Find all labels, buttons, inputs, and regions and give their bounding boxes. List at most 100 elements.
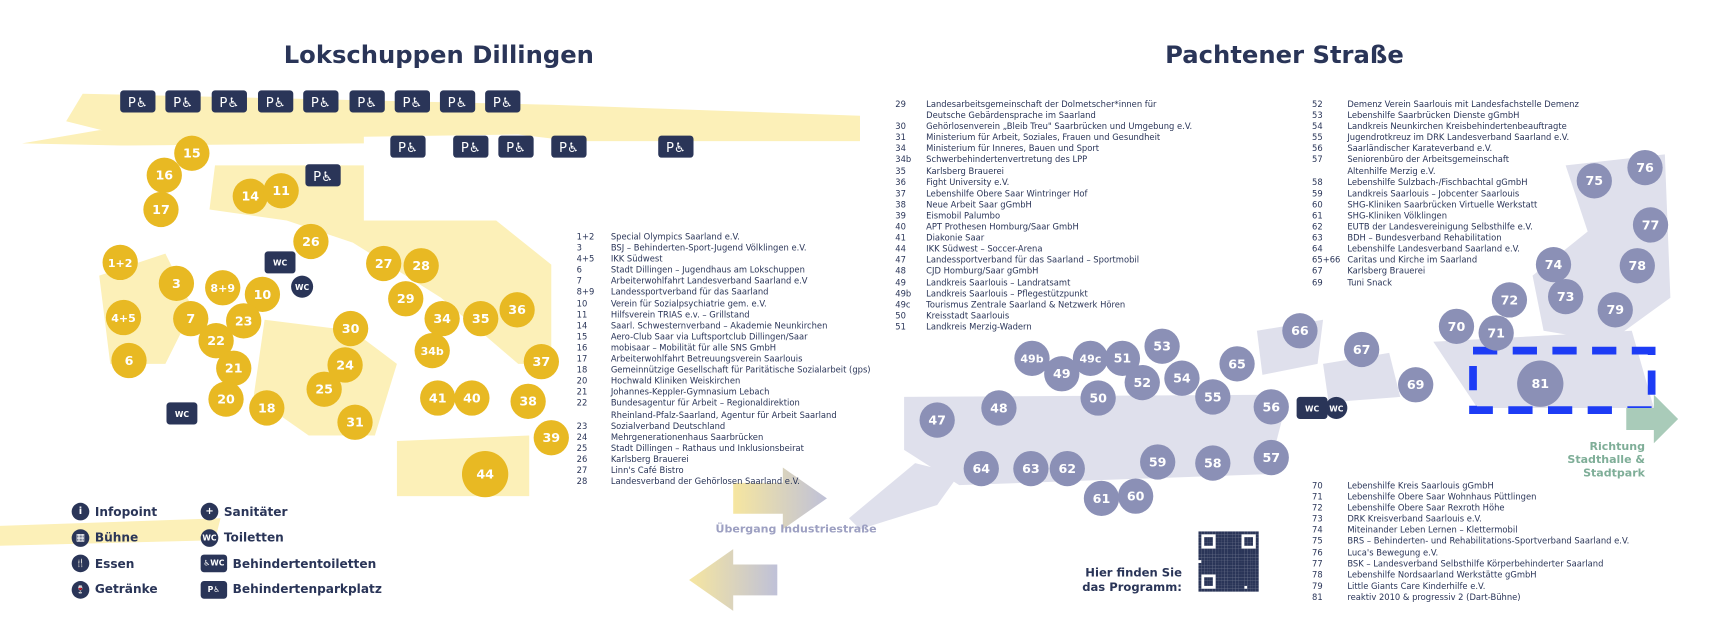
list-item-name: Kreisstadt Saarlouis [926,310,1010,321]
booth-marker-22[interactable]: 22 [198,323,234,359]
booth-marker-23[interactable]: 23 [226,303,262,339]
booth-marker-48[interactable]: 48 [981,390,1017,426]
booth-marker-14[interactable]: 14 [232,178,268,214]
booth-marker-38[interactable]: 38 [510,383,546,419]
booth-number: 4+5 [111,312,136,325]
booth-marker-73[interactable]: 73 [1547,278,1584,315]
list-item-number: 40 [895,221,906,232]
booth-marker-15[interactable]: 15 [174,135,210,171]
svg-text:WC: WC [1305,404,1319,413]
booth-marker-69[interactable]: 69 [1398,367,1434,403]
booth-marker-4+5[interactable]: 4+5 [105,299,142,336]
booth-marker-55[interactable]: 55 [1195,379,1231,415]
booth-marker-49b[interactable]: 49b [1014,340,1050,376]
booth-marker-71[interactable]: 71 [1478,315,1514,351]
booth-marker-74[interactable]: 74 [1535,246,1572,283]
booth-number: 8+9 [210,282,235,295]
booth-marker-28[interactable]: 28 [403,248,439,284]
booth-marker-49[interactable]: 49 [1044,356,1080,392]
booth-marker-39[interactable]: 39 [533,420,569,456]
booth-marker-81[interactable]: 81 [1517,360,1564,407]
booth-marker-62[interactable]: 62 [1049,450,1085,487]
legend-item: P♿Behindertenparkplatz [200,580,382,599]
booth-marker-16[interactable]: 16 [146,157,182,193]
direction-line: Richtung [1589,441,1646,454]
booth-number: 7 [186,311,195,326]
booth-marker-66[interactable]: 66 [1282,313,1318,349]
booth-marker-25[interactable]: 25 [306,371,342,407]
booth-marker-11[interactable]: 11 [263,173,299,209]
booth-marker-3[interactable]: 3 [158,265,195,301]
booth-marker-44[interactable]: 44 [461,450,509,498]
booth-marker-10[interactable]: 10 [244,276,281,313]
booth-marker-1+2[interactable]: 1+2 [102,244,138,281]
booth-marker-41[interactable]: 41 [420,380,456,416]
qr-code[interactable] [1198,531,1259,592]
list-item-name: Fight University e.V. [926,177,1010,188]
booth-marker-31[interactable]: 31 [337,404,373,440]
booth-marker-61[interactable]: 61 [1083,480,1120,516]
booth-marker-54[interactable]: 54 [1164,360,1200,396]
booth-marker-75[interactable]: 75 [1576,163,1612,199]
list-item-number: 10 [576,298,588,309]
svg-text:P♿: P♿ [311,96,331,111]
booth-marker-34b[interactable]: 34b [414,332,450,369]
booth-marker-29[interactable]: 29 [388,281,424,317]
booth-marker-40[interactable]: 40 [454,380,490,416]
booth-number: 6 [125,353,134,368]
booth-marker-30[interactable]: 30 [332,310,369,347]
booth-marker-50[interactable]: 50 [1080,380,1116,416]
accessible-parking-icon: P♿ [658,135,694,158]
booth-marker-77[interactable]: 77 [1632,207,1669,243]
list-item-number: 55 [1312,132,1323,143]
booth-marker-7[interactable]: 7 [173,300,209,337]
booth-marker-26[interactable]: 26 [293,223,329,260]
booth-marker-47[interactable]: 47 [919,402,955,438]
accessible-parking-icon: P♿ [211,90,247,113]
booth-marker-72[interactable]: 72 [1491,282,1528,318]
booth-marker-57[interactable]: 57 [1253,439,1289,476]
booth-marker-67[interactable]: 67 [1344,331,1380,368]
booth-marker-51[interactable]: 51 [1104,340,1141,376]
booth-marker-49c[interactable]: 49c [1072,340,1109,376]
booth-marker-58[interactable]: 58 [1195,445,1231,481]
booth-marker-56[interactable]: 56 [1253,389,1289,425]
booth-marker-24[interactable]: 24 [327,347,363,383]
booth-marker-78[interactable]: 78 [1619,248,1655,284]
booth-number: 27 [375,256,393,271]
booth-marker-17[interactable]: 17 [143,191,179,228]
booth-marker-6[interactable]: 6 [111,342,147,379]
booth-marker-53[interactable]: 53 [1144,328,1180,364]
accessible-wc-icon: WC [166,402,198,425]
booth-marker-76[interactable]: 76 [1627,149,1663,186]
booth-marker-52[interactable]: 52 [1124,364,1160,401]
booth-marker-18[interactable]: 18 [249,390,285,426]
list-item: Rheinland-Pfalz-Saarland, Agentur für Ar… [577,410,871,421]
booth-marker-63[interactable]: 63 [1013,450,1049,487]
booth-marker-35[interactable]: 35 [463,300,499,337]
booth-marker-8+9[interactable]: 8+9 [205,270,241,306]
booth-marker-65[interactable]: 65 [1219,346,1255,382]
booth-marker-79[interactable]: 79 [1597,292,1633,328]
accessible-parking-icon: P♿ [200,580,228,599]
booth-marker-21[interactable]: 21 [216,350,252,386]
booth-marker-27[interactable]: 27 [366,245,402,282]
list-item-number: 35 [895,166,906,176]
booth-number: 62 [1058,461,1076,476]
booth-marker-60[interactable]: 60 [1117,478,1154,514]
booth-marker-37[interactable]: 37 [523,343,559,380]
list-item-name: Johannes-Keppler-Gymnasium Lebach [610,387,770,398]
svg-text:P♿: P♿ [493,96,513,111]
booth-marker-36[interactable]: 36 [499,292,535,328]
booth-marker-20[interactable]: 20 [208,381,244,417]
booth-marker-59[interactable]: 59 [1140,444,1176,480]
booth-marker-34[interactable]: 34 [424,300,460,337]
booth-marker-64[interactable]: 64 [963,450,999,487]
booth-number: 51 [1114,351,1132,366]
booth-marker-70[interactable]: 70 [1438,308,1475,344]
